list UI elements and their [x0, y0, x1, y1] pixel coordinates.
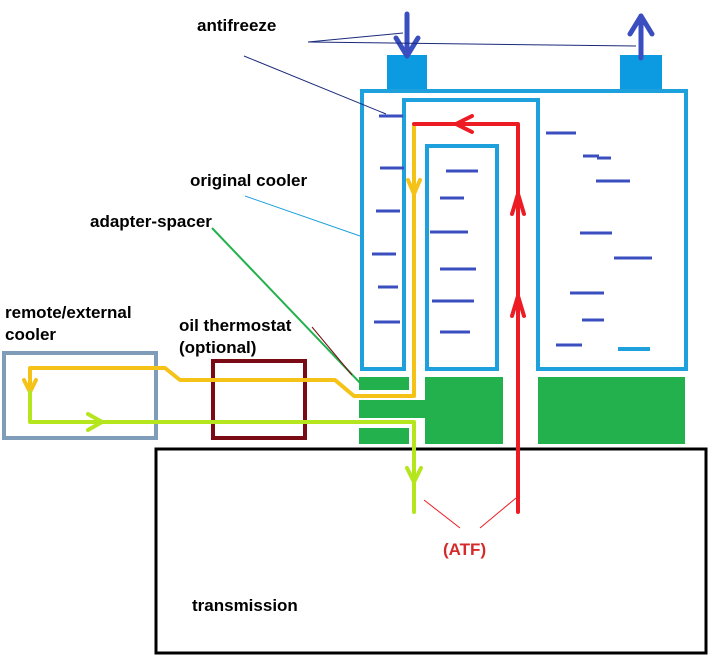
atf-arrow-head-top [454, 114, 474, 134]
antifreeze-leader-2 [307, 41, 637, 47]
cooler-inner-column [425, 144, 499, 371]
cool-oil-arrow-head-transmission [405, 466, 423, 484]
atf-leader-left [423, 499, 461, 529]
atf-arrow-head-upper [510, 192, 526, 216]
cool-oil-line [28, 390, 423, 514]
antifreeze-dashes [372, 114, 652, 347]
atf-path [412, 122, 520, 514]
antifreeze-flow-arrows [393, 11, 655, 61]
leader-lines [211, 32, 637, 529]
antifreeze-leader-3 [243, 55, 387, 115]
hot-oil-arrow-head [406, 178, 422, 196]
oil-thermostat-box [211, 359, 307, 440]
remote-cooler-label-line1: remote/external [5, 303, 132, 322]
remote-cooler-label-line2: cooler [5, 325, 56, 344]
original-cooler-leader [244, 195, 361, 237]
antifreeze-outlet-port [620, 55, 662, 91]
transmission-housing [154, 447, 708, 655]
adapter-spacer-label: adapter-spacer [90, 212, 212, 231]
adapter-spacer-blocks [359, 377, 685, 444]
oil-thermostat-label-line2: (optional) [179, 338, 256, 357]
cool-oil-arrow-head-remote [86, 412, 104, 432]
original-cooler-label: original cooler [190, 171, 308, 190]
antifreeze-inlet-port [387, 55, 427, 91]
remote-cooler-box [2, 351, 158, 440]
atf-label: (ATF) [443, 540, 486, 559]
atf-leader-right [479, 497, 517, 529]
antifreeze-in-arrow-head [393, 35, 421, 59]
adapter-spacer-center [425, 377, 503, 444]
cooler-outer-outline [360, 89, 688, 371]
transmission-label: transmission [192, 596, 298, 615]
antifreeze-out-arrow-head [627, 13, 655, 37]
oil-thermostat-leader [311, 326, 353, 376]
adapter-spacer-right [538, 377, 685, 444]
oil-thermostat-label-line1: oil thermostat [179, 316, 292, 335]
original-cooler [360, 89, 688, 371]
adapter-spacer-left-lower [359, 428, 409, 444]
cool-oil-path [28, 390, 416, 514]
adapter-spacer-left-upper [359, 377, 409, 390]
atf-line [412, 114, 526, 514]
hot-oil-path [28, 124, 416, 398]
antifreeze-label: antifreeze [197, 16, 276, 35]
antifreeze-leader-1 [307, 32, 404, 43]
adapter-spacer-left-middle [359, 400, 425, 418]
atf-arrow-head-lower [510, 294, 526, 318]
adapter-spacer-leader [211, 227, 363, 386]
